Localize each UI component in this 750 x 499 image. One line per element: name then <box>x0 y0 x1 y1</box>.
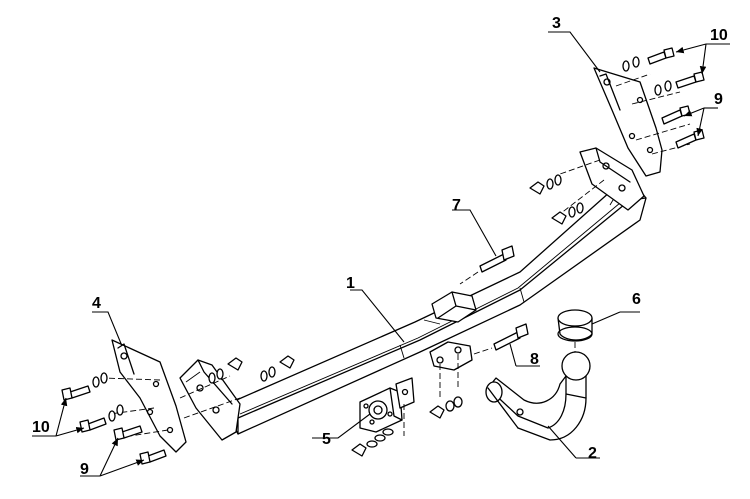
left-side-plate <box>103 339 241 453</box>
callout-4: 4 <box>92 295 101 312</box>
callout-8: 8 <box>530 351 539 368</box>
right-bar-end-bracket <box>579 147 645 211</box>
callout-9-right: 9 <box>714 91 723 108</box>
left-bolts <box>61 372 167 465</box>
callout-9-left: 9 <box>80 461 89 478</box>
center-upper-bracket <box>423 291 477 325</box>
leader-lines <box>32 31 730 477</box>
tow-ball-neck <box>485 351 591 441</box>
center-bottom-nuts <box>429 396 463 419</box>
center-top-bolt <box>459 245 515 285</box>
right-side-plate <box>559 67 691 215</box>
socket-bracket <box>351 377 415 457</box>
callout-labels: 1 2 3 4 5 6 7 8 9 9 10 10 <box>32 15 728 478</box>
callout-2: 2 <box>588 445 597 462</box>
tow-ball-cap <box>557 309 593 352</box>
callout-1: 1 <box>346 275 355 292</box>
right-nuts-washers <box>529 174 584 225</box>
callout-10-right: 10 <box>710 27 728 44</box>
callout-3: 3 <box>552 15 561 32</box>
center-lower-bracket <box>429 341 473 400</box>
right-bolts <box>622 47 705 149</box>
left-bar-end-bracket <box>179 359 241 441</box>
center-lower-bolt <box>473 323 529 355</box>
callout-5: 5 <box>322 431 331 448</box>
callout-7: 7 <box>452 197 461 214</box>
callout-10-left: 10 <box>32 419 50 436</box>
callout-6: 6 <box>632 291 641 308</box>
left-nuts-washers <box>208 355 295 384</box>
